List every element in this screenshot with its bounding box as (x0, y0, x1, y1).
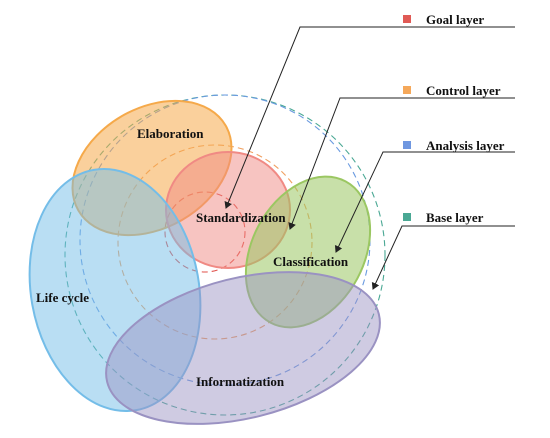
classification-label: Classification (273, 254, 349, 269)
leader-lines (224, 26, 515, 290)
legend-item-control-layer: Control layer (403, 83, 501, 98)
base-layer-swatch (403, 213, 411, 221)
informatization-ellipse (106, 272, 380, 424)
goal-layer-swatch (403, 15, 411, 23)
classification-ellipse (245, 176, 371, 328)
informatization-ellipse-outline (105, 271, 381, 425)
legend-item-base-layer: Base layer (403, 210, 484, 225)
life-cycle-ellipse-outline (28, 167, 202, 413)
goal-layer-label: Goal layer (426, 12, 484, 27)
control-layer-label: Control layer (426, 83, 501, 98)
legend-item-goal-layer: Goal layer (403, 12, 484, 27)
life-cycle-label: Life cycle (36, 290, 89, 305)
control-layer-leader (288, 97, 515, 230)
domain-ellipses (28, 99, 381, 425)
legend-item-analysis-layer: Analysis layer (403, 138, 505, 153)
ellipse-labels: Elaboration Standardization Classificati… (36, 126, 349, 389)
classification-ellipse-outline (244, 175, 372, 329)
analysis-layer-swatch (403, 141, 411, 149)
goal-layer-leader (224, 26, 515, 209)
control-layer-swatch (403, 86, 411, 94)
elaboration-label: Elaboration (137, 126, 204, 141)
base-layer-leader (371, 225, 515, 290)
analysis-layer-leader (334, 151, 515, 253)
standardization-label: Standardization (196, 210, 286, 225)
informatization-label: Informatization (196, 374, 285, 389)
legend: Goal layer Control layer Analysis layer … (403, 12, 505, 225)
analysis-layer-label: Analysis layer (426, 138, 505, 153)
base-layer-label: Base layer (426, 210, 484, 225)
life-cycle-ellipse (29, 168, 201, 412)
